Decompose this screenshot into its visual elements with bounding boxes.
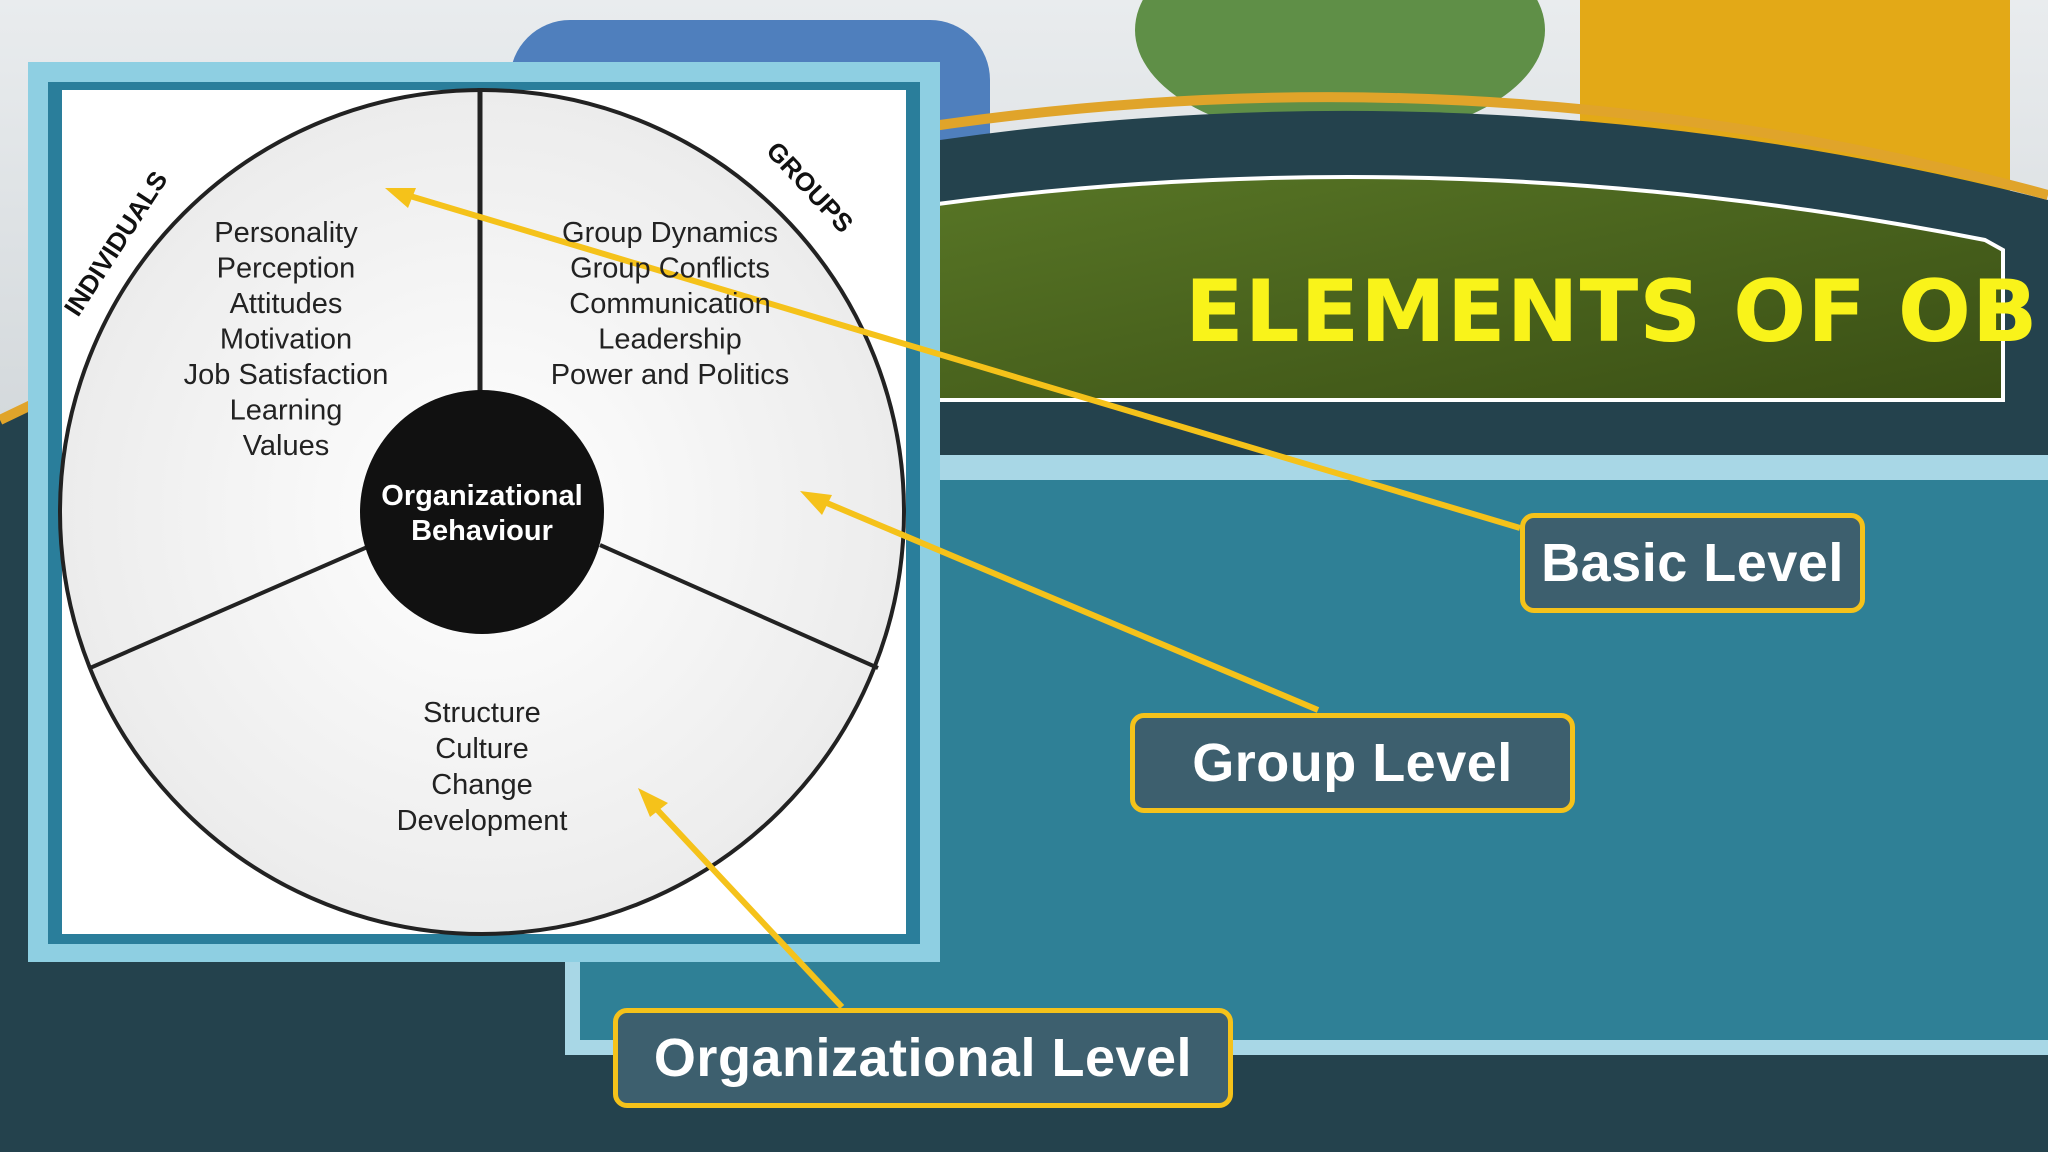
list-item: Development xyxy=(397,805,568,837)
wheel-divider-left xyxy=(89,543,373,670)
list-item: Motivation xyxy=(220,324,352,356)
list-item: Power and Politics xyxy=(551,359,790,391)
list-item: Learning xyxy=(230,395,343,427)
list-item: Perception xyxy=(217,253,356,285)
list-item: Change xyxy=(431,769,533,801)
list-item: Attitudes xyxy=(230,288,343,320)
individuals-items: PersonalityPerceptionAttitudesMotivation… xyxy=(184,217,389,462)
organizational-level-label: Organizational Level xyxy=(613,1008,1233,1108)
org-level-arrowhead xyxy=(638,788,668,817)
ob-center-circle xyxy=(360,390,604,634)
list-item: Job Satisfaction xyxy=(184,359,389,391)
group-level-label: Group Level xyxy=(1130,713,1575,813)
center-label-line2: Behaviour xyxy=(411,515,553,547)
title-banner xyxy=(928,175,2005,402)
slide-title: ELEMENTS OF OB xyxy=(1185,262,2039,362)
list-item: Group Conflicts xyxy=(570,253,770,285)
list-item: Culture xyxy=(435,733,529,765)
wheel-divider-right xyxy=(599,543,879,670)
list-item: Leadership xyxy=(598,324,742,356)
group-level-arrow xyxy=(813,495,1320,713)
center-label-line1: Organizational xyxy=(381,480,582,512)
list-item: Communication xyxy=(569,288,770,320)
group-level-arrowhead xyxy=(800,491,832,515)
org-level-arrow xyxy=(647,799,845,1010)
list-item: Values xyxy=(243,430,330,462)
list-item: Structure xyxy=(423,697,541,729)
basic-level-label: Basic Level xyxy=(1520,513,1865,613)
list-item: Group Dynamics xyxy=(562,217,778,249)
basic-level-arrow xyxy=(399,190,1521,531)
list-item: Personality xyxy=(214,217,358,249)
green-decor-shape xyxy=(1135,0,1545,140)
basic-level-arrowhead xyxy=(385,188,416,208)
